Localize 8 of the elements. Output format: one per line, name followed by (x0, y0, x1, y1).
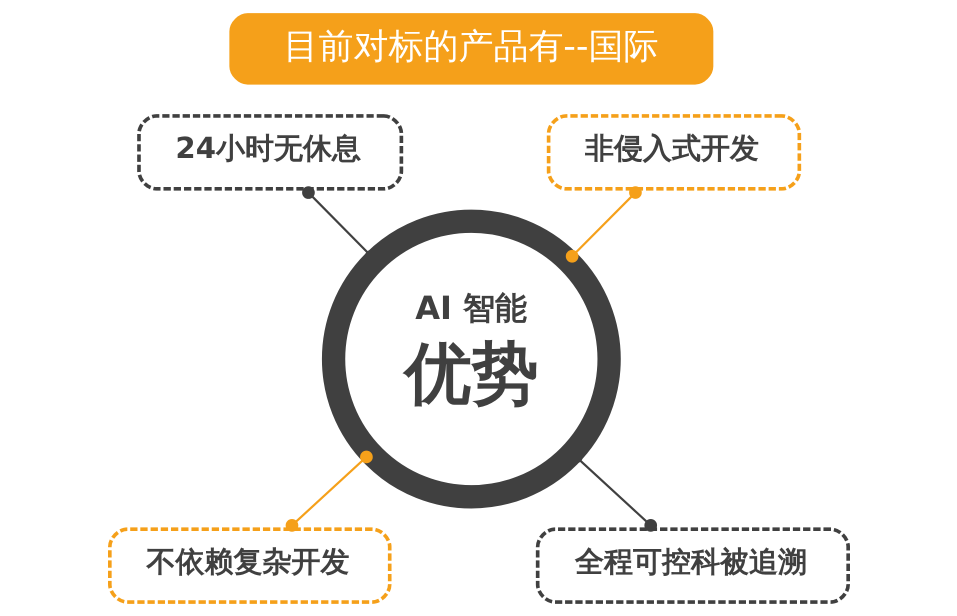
connector (285, 450, 372, 532)
node-box: 全程可控科被追溯 (535, 527, 850, 604)
node-circle: AI 智能 优势 (321, 210, 620, 508)
node-box: 不依赖复杂开发 (108, 527, 392, 604)
node-box: 24小时无休息 (136, 114, 403, 191)
node-box: 非侵入式开发 (546, 114, 801, 191)
connector (565, 186, 642, 263)
node-box: 目前对标的产品有--国际 (228, 13, 713, 85)
